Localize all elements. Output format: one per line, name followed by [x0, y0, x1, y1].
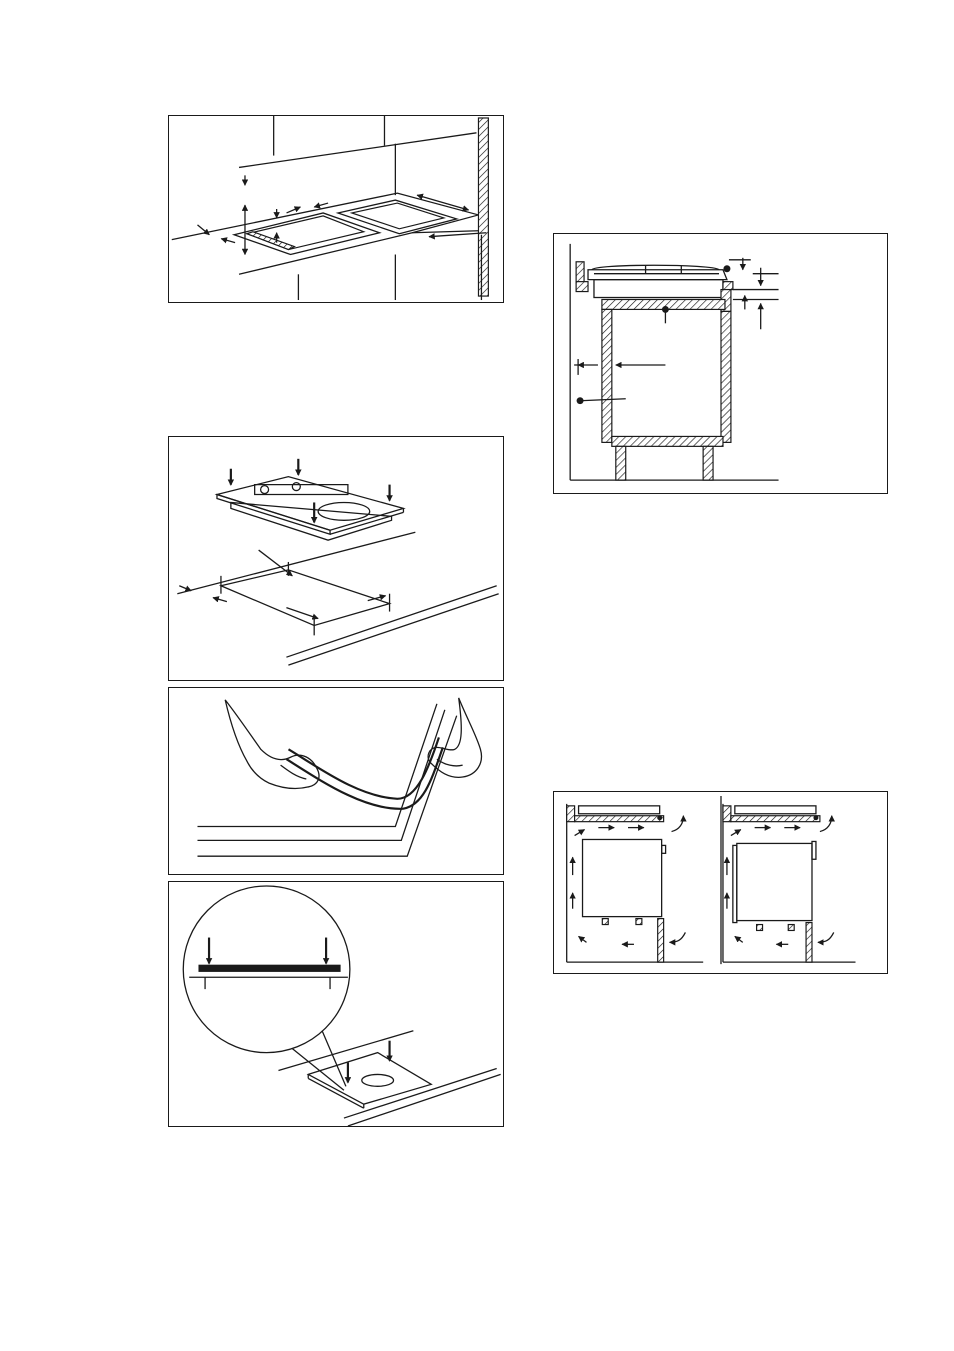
hob-placement-figure: [168, 436, 504, 681]
cabinet-section-figure: [553, 233, 888, 494]
press-fit-drawing: [169, 882, 503, 1126]
press-fit-figure: [168, 881, 504, 1127]
countertop-cutouts-drawing: [169, 116, 503, 302]
oven-ventilation-figure: [553, 791, 888, 974]
cabinet-section-drawing: [554, 234, 887, 493]
hob-placement-drawing: [169, 437, 503, 680]
seal-application-drawing: [169, 688, 503, 874]
oven-ventilation-drawing: [554, 792, 887, 973]
seal-application-figure: [168, 687, 504, 875]
countertop-cutouts-figure: [168, 115, 504, 303]
